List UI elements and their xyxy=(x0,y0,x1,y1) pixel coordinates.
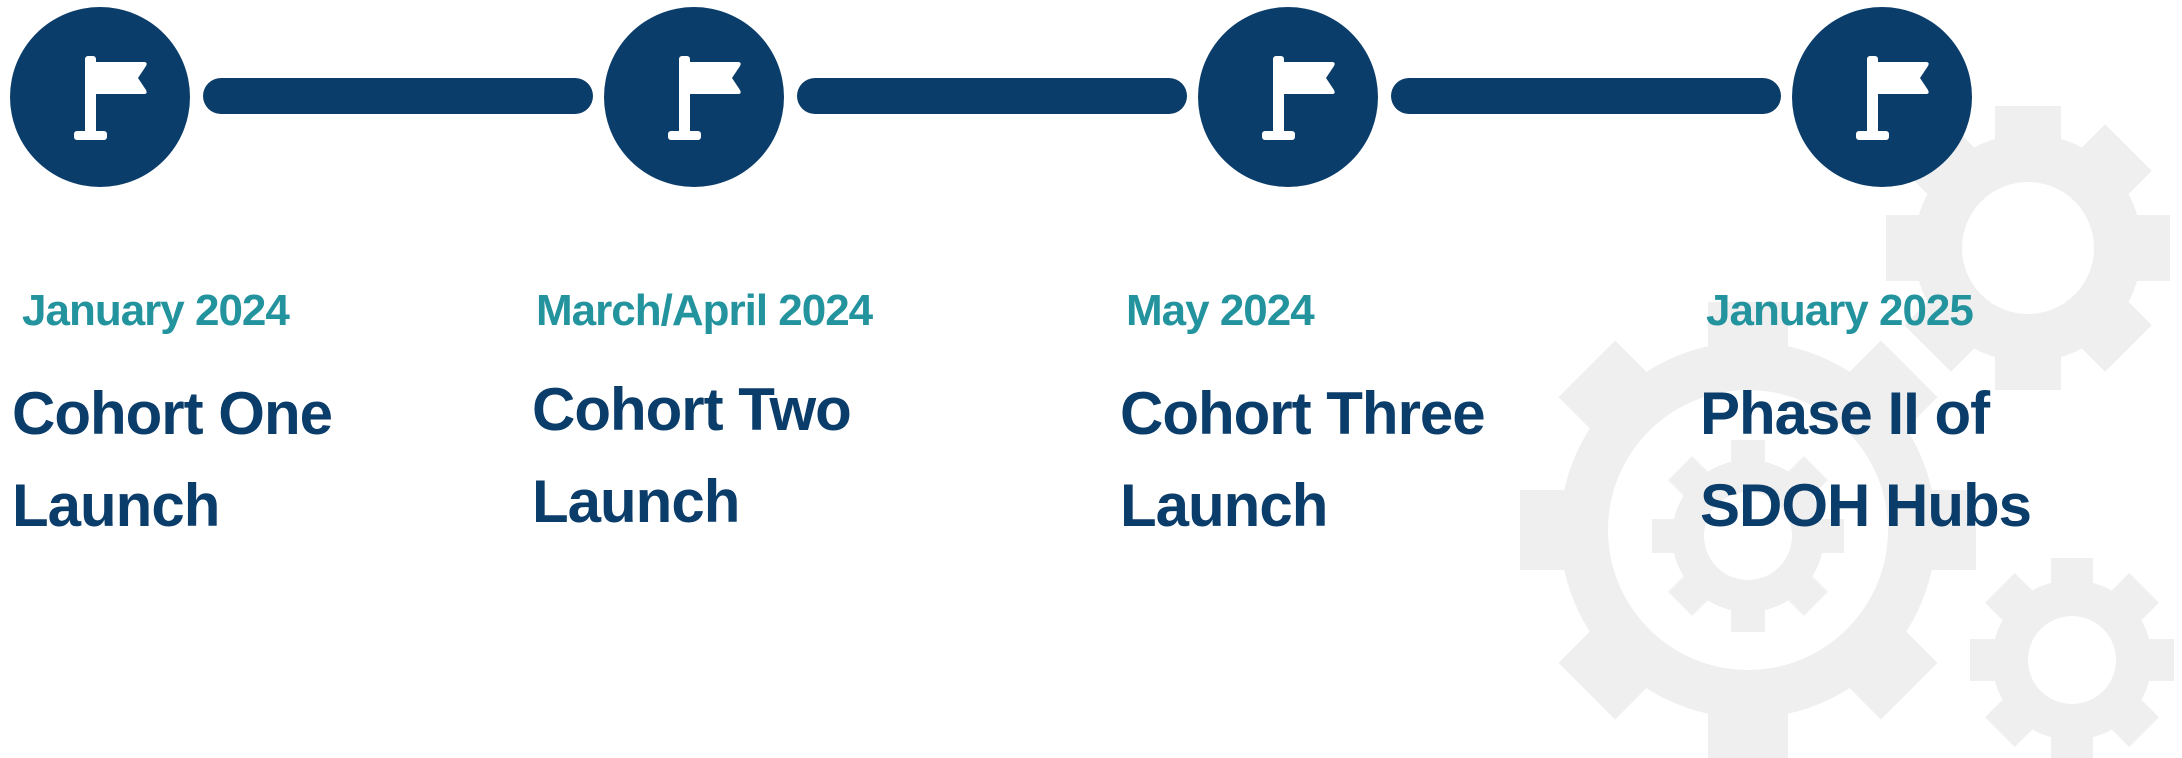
gear-icon xyxy=(1970,558,2174,758)
gear-icon xyxy=(1520,302,1976,758)
gear-icon xyxy=(1886,106,2170,390)
milestone-3-title-line-2: Launch xyxy=(1120,472,1328,539)
milestone-1-title: Cohort One Launch xyxy=(12,368,333,552)
milestone-4-date: January 2025 xyxy=(1706,286,1974,335)
milestone-2-marker xyxy=(604,7,784,187)
flag-icon xyxy=(74,56,147,140)
milestone-3-marker xyxy=(1198,7,1378,187)
timeline-connector xyxy=(797,78,1187,114)
milestone-4-marker xyxy=(1792,7,1972,187)
gear-icon xyxy=(1652,440,1844,632)
milestone-3-title-line-1: Cohort Three xyxy=(1120,380,1486,447)
timeline-connector xyxy=(1391,78,1781,114)
flag-icon xyxy=(668,56,741,140)
milestone-1-title-line-2: Launch xyxy=(12,472,220,539)
flag-icon xyxy=(1262,56,1335,140)
milestone-2-title-line-1: Cohort Two xyxy=(532,376,852,443)
milestone-2-title: Cohort Two Launch xyxy=(532,364,852,548)
milestone-1-title-line-1: Cohort One xyxy=(12,380,333,447)
milestone-1-date: January 2024 xyxy=(22,286,290,335)
milestone-4-title-line-1: Phase II of xyxy=(1700,380,1990,447)
flag-icon xyxy=(1856,56,1929,140)
timeline-connector xyxy=(203,78,593,114)
milestone-3-date: May 2024 xyxy=(1126,286,1315,335)
milestone-2-date: March/April 2024 xyxy=(536,286,873,335)
milestone-2-title-line-2: Launch xyxy=(532,468,740,535)
milestone-3-title: Cohort Three Launch xyxy=(1120,368,1486,552)
milestone-4-title: Phase II of SDOH Hubs xyxy=(1700,368,2032,552)
milestone-1-marker xyxy=(10,7,190,187)
milestone-4-title-line-2: SDOH Hubs xyxy=(1700,472,2032,539)
